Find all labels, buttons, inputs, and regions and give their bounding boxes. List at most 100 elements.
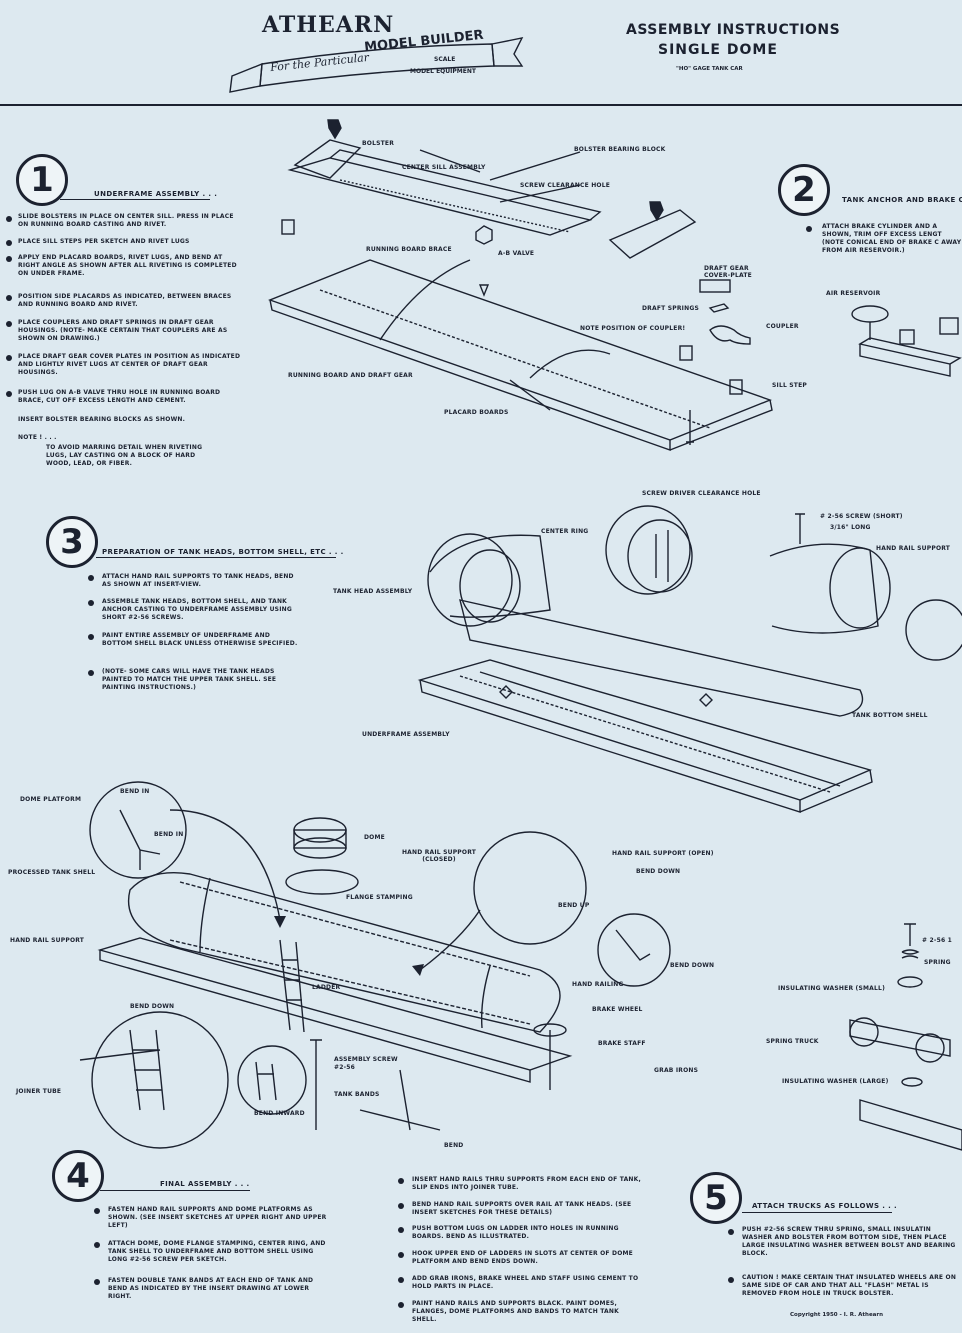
final-assembly-drawing [79, 781, 671, 1149]
step-3-title: PREPARATION OF TANK HEADS, BOTTOM SHELL,… [102, 548, 344, 556]
label-asm-screw: ASSEMBLY SCREW [334, 1056, 398, 1063]
step-1-item: PUSH LUG ON A-B VALVE THRU HOLE IN RUNNI… [18, 389, 221, 404]
label-screwdriver-hole: SCREW DRIVER CLEARANCE HOLE [642, 490, 761, 497]
step-4-item: INSERT HAND RAILS THRU SUPPORTS FROM EAC… [412, 1176, 641, 1191]
label-draft-springs: DRAFT SPRINGS [642, 305, 699, 312]
label-screw-5: # 2-56 1 [922, 937, 952, 944]
bullet [398, 1277, 404, 1283]
bullet [6, 355, 12, 361]
label-brake-wheel: BRAKE WHEEL [592, 1006, 643, 1013]
label-placard: PLACARD BOARDS [444, 409, 509, 416]
bullet [398, 1302, 404, 1308]
step-2-number: 2 [778, 164, 830, 216]
step-1-note: TO AVOID MARRING DETAIL WHEN RIVETING LU… [46, 444, 203, 467]
label-ins-small: INSULATING WASHER (SMALL) [778, 985, 886, 992]
step-1-item: PLACE SILL STEPS PER SKETCH AND RIVET LU… [18, 238, 190, 245]
bullet [6, 295, 12, 301]
bullet [728, 1277, 734, 1283]
bullet [94, 1279, 100, 1285]
label-air-reservoir: AIR RESERVOIR [826, 290, 881, 297]
tank-heads-drawing [417, 505, 962, 813]
step-4-item: BEND HAND RAIL SUPPORTS OVER RAIL AT TAN… [412, 1201, 632, 1216]
label-tank-head: TANK HEAD ASSEMBLY [333, 588, 413, 595]
label-asm-screw-size: #2-56 [334, 1064, 356, 1071]
step-5-number: 5 [690, 1172, 742, 1224]
label-screw-hole: SCREW CLEARANCE HOLE [520, 182, 611, 189]
step-3-item: PAINT ENTIRE ASSEMBLY OF UNDERFRAME AND … [102, 632, 298, 647]
step-1-extra: INSERT BOLSTER BEARING BLOCKS AS SHOWN. [18, 416, 186, 423]
step-1-number: 1 [16, 154, 68, 206]
brand-name: ATHEARN [262, 12, 395, 38]
label-screw-short: # 2-56 SCREW (SHORT) [820, 513, 903, 520]
bullet [398, 1178, 404, 1184]
step-4-item: PAINT HAND RAILS AND SUPPORTS BLACK. PAI… [412, 1300, 619, 1323]
step-1-item: PLACE COUPLERS AND DRAFT SPRINGS IN DRAF… [18, 319, 228, 342]
step-1-item: PLACE DRAFT GEAR COVER PLATES IN POSITIO… [18, 353, 241, 376]
label-underframe: UNDERFRAME ASSEMBLY [362, 731, 450, 738]
label-tank-bands: TANK BANDS [334, 1091, 380, 1098]
step-4-item: HOOK UPPER END OF LADDERS IN SLOTS AT CE… [412, 1250, 633, 1265]
label-bearing-block: BOLSTER BEARING BLOCK [574, 146, 666, 153]
step-1-item: POSITION SIDE PLACARDS AS INDICATED, BET… [18, 293, 232, 308]
air-reservoir-drawing [851, 305, 962, 377]
page-title: ASSEMBLY INSTRUCTIONS [626, 22, 841, 38]
label-bend-in-1: BEND IN [120, 788, 150, 795]
step-1-item: APPLY END PLACARD BOARDS, RIVET LUGS, AN… [18, 254, 237, 277]
bullet [806, 226, 812, 232]
label-ab-valve: A-B VALVE [498, 250, 535, 257]
step-2-title: TANK ANCHOR AND BRAKE C [842, 196, 962, 204]
label-bend-down-2: BEND DOWN [670, 962, 715, 969]
label-center-sill: CENTER SILL ASSEMBLY [402, 164, 486, 171]
step-4-item: ADD GRAB IRONS, BRAKE WHEEL AND STAFF US… [412, 1275, 639, 1290]
label-bend-down-3: BEND DOWN [130, 1003, 175, 1010]
label-bend-inward: BEND INWARD [254, 1110, 305, 1117]
bullet [94, 1242, 100, 1248]
label-screw-length: 3/16" LONG [830, 524, 871, 531]
step-4-item: ATTACH DOME, DOME FLANGE STAMPING, CENTE… [108, 1240, 326, 1263]
step-1-rule [60, 199, 210, 200]
bullet [88, 600, 94, 606]
header-rule [0, 104, 962, 106]
gauge-text: "HO" GAGE TANK CAR [676, 66, 743, 72]
label-bend-up: BEND UP [558, 902, 590, 909]
step-1-title: UNDERFRAME ASSEMBLY . . . [94, 190, 218, 198]
scale-text: SCALE [434, 56, 456, 63]
label-sill-step: SILL STEP [772, 382, 807, 389]
step-5-rule [742, 1212, 892, 1213]
bullet [6, 391, 12, 397]
label-ins-large: INSULATING WASHER (LARGE) [782, 1078, 889, 1085]
label-note-coupler: NOTE POSITION OF COUPLER! [580, 325, 686, 332]
step-3-rule [96, 557, 336, 558]
step-3-item: (NOTE- SOME CARS WILL HAVE THE TANK HEAD… [102, 668, 277, 691]
bullet [6, 216, 12, 222]
step-3-item: ATTACH HAND RAIL SUPPORTS TO TANK HEADS,… [102, 573, 294, 588]
step-4-number: 4 [52, 1150, 104, 1202]
label-dome-platform: DOME PLATFORM [20, 796, 82, 803]
label-spring-truck: SPRING TRUCK [766, 1038, 819, 1045]
step-4-rule [100, 1190, 250, 1191]
step-4-item: FASTEN DOUBLE TANK BANDS AT EACH END OF … [108, 1277, 314, 1300]
label-hand-rail-support-3: HAND RAIL SUPPORT [876, 545, 951, 552]
bullet [88, 670, 94, 676]
label-hand-railing: HAND RAILING [572, 981, 624, 988]
label-coupler: COUPLER [766, 323, 799, 330]
bullet [88, 634, 94, 640]
ribbon-logo [229, 37, 524, 93]
label-spring: SPRING [924, 959, 951, 966]
label-draft-cover: DRAFT GEAR COVER-PLATE [704, 265, 752, 279]
label-grab-irons: GRAB IRONS [654, 1067, 699, 1074]
bullet [6, 240, 12, 246]
step-5-title: ATTACH TRUCKS AS FOLLOWS . . . [752, 1202, 898, 1210]
step-3-number: 3 [46, 516, 98, 568]
label-dome: DOME [364, 834, 385, 841]
label-bend-down-1: BEND DOWN [636, 868, 681, 875]
step-1-note-head: NOTE ! . . . [18, 434, 57, 441]
copyright: Copyright 1950 - I. R. Athearn [790, 1312, 884, 1318]
label-tank-bottom: TANK BOTTOM SHELL [852, 712, 928, 719]
label-processed-tank: PROCESSED TANK SHELL [8, 869, 96, 876]
step-4-item: PUSH BOTTOM LUGS ON LADDER INTO HOLES IN… [412, 1225, 619, 1240]
label-joiner-tube: JOINER TUBE [16, 1088, 62, 1095]
bullet [728, 1229, 734, 1235]
step-5-item: CAUTION ! MAKE CERTAIN THAT INSULATED WH… [742, 1274, 957, 1297]
label-ladder: LADDER [312, 984, 341, 991]
